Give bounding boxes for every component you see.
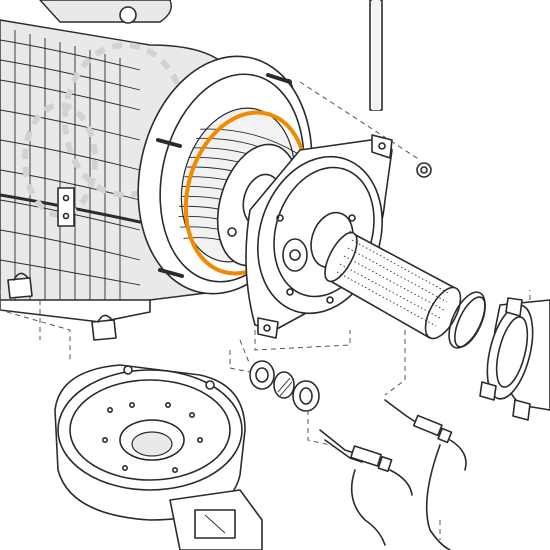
fixing-nut: [416, 162, 432, 178]
housing-nut: [119, 6, 137, 24]
fan-blower: [54, 364, 263, 550]
ignition-electrode: [319, 429, 413, 546]
pipe-pair: [369, 0, 383, 111]
ionisation-electrode: [384, 399, 467, 550]
assembly-guide-lines: [0, 81, 531, 540]
cylindrical-burner: [324, 231, 462, 340]
burner-o-rings: [448, 291, 486, 349]
cable-clips: [7, 272, 117, 341]
sight-glass-set: [249, 360, 320, 412]
housing-bracket: [57, 187, 75, 227]
gas-air-inlet-adapter: [479, 297, 550, 421]
